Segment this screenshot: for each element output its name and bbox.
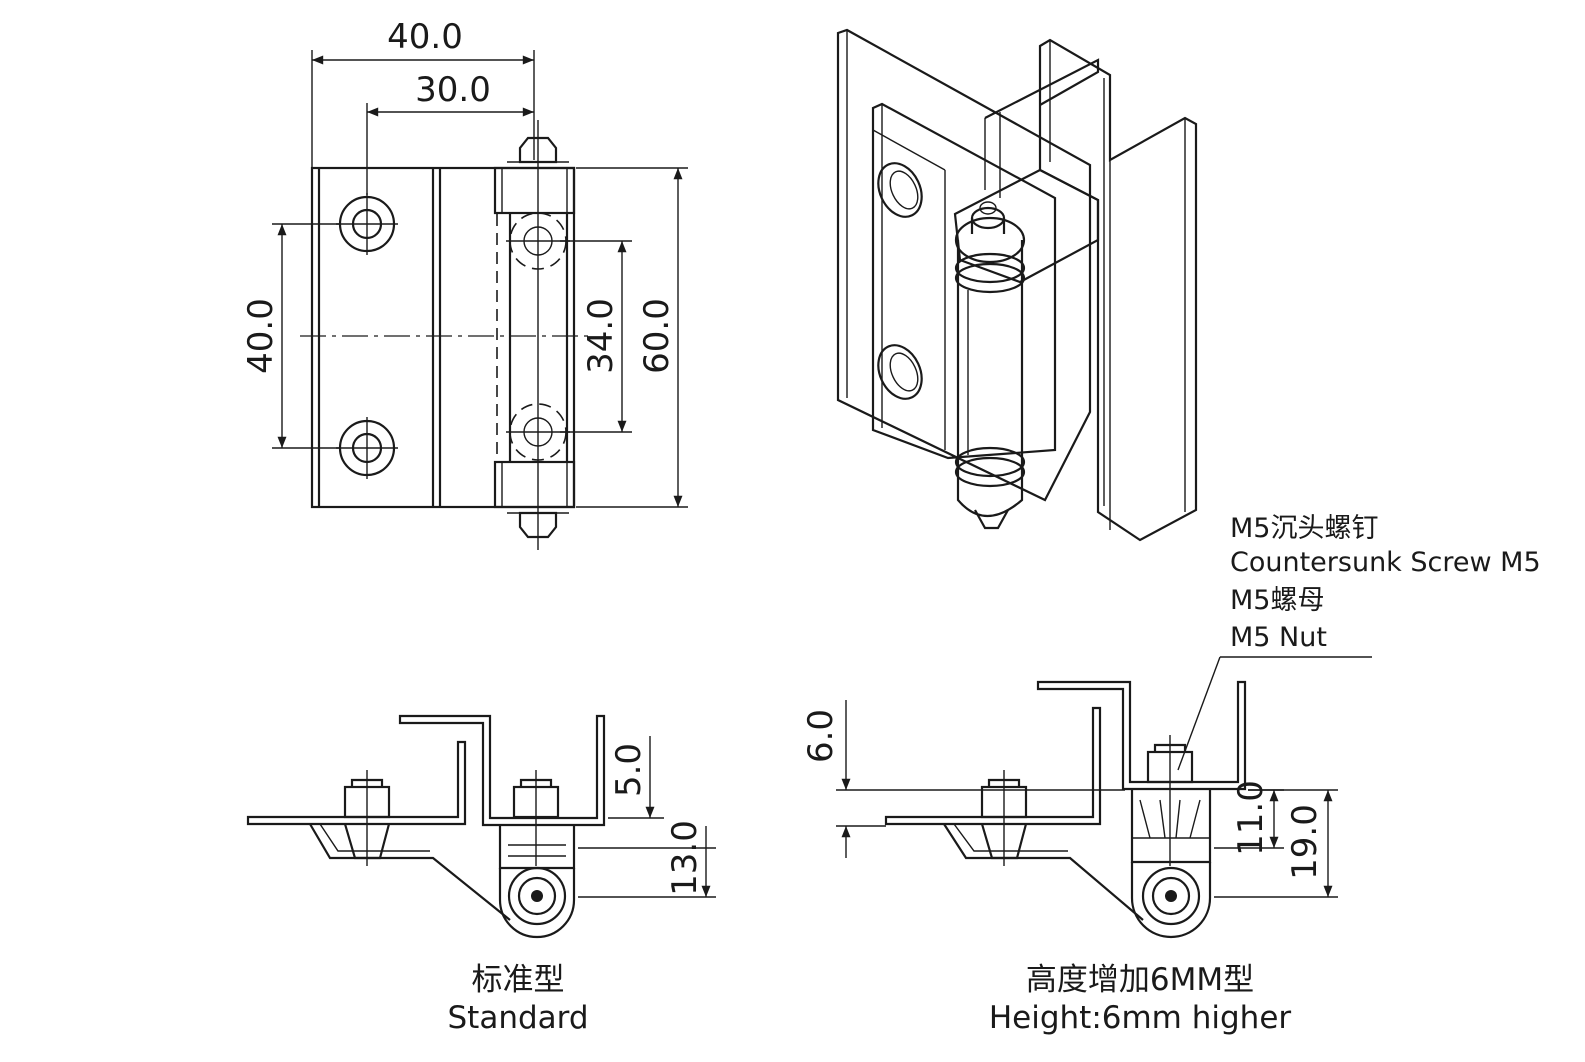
raised-dim-offset: 6.0 [801, 709, 841, 763]
standard-caption-cn: 标准型 [472, 962, 565, 998]
callout-nut-en: M5 Nut [1230, 622, 1327, 653]
standard-knuckle [498, 866, 576, 939]
dim-height-total: 60.0 [637, 298, 677, 374]
isometric-view [836, 28, 1198, 542]
raised-section: 6.0 11.0 19.0 高度增加6MM型 Height:6mm higher [801, 680, 1338, 1036]
standard-screw-left [343, 770, 391, 866]
callout-screw-cn: M5沉头螺钉 [1230, 513, 1378, 544]
dim-width-hole-offset: 30.0 [415, 70, 491, 110]
knuckle-bottom [493, 460, 576, 509]
front-view: 40.0 30.0 40.0 34.0 60.0 [241, 17, 688, 550]
standard-section: 5.0 13.0 标准型 Standard [246, 714, 716, 1036]
raised-screw-right [1130, 735, 1212, 866]
callout: M5沉头螺钉 Countersunk Screw M5 M5螺母 M5 Nut [1177, 513, 1541, 771]
raised-caption-en: Height:6mm higher [989, 1000, 1292, 1036]
knuckle-top [493, 166, 576, 215]
raised-knuckle [1130, 862, 1212, 939]
dim-hole-spacing-right: 34.0 [581, 298, 621, 374]
standard-u-bracket [398, 714, 606, 827]
left-hole-top [336, 193, 398, 255]
callout-nut-cn: M5螺母 [1230, 585, 1324, 616]
standard-dim-top: 5.0 [609, 743, 649, 797]
dim-hole-spacing-left: 40.0 [241, 298, 281, 374]
left-hole-bottom [336, 417, 398, 479]
dim-width-total: 40.0 [387, 17, 463, 57]
hinge-leaf-outline [310, 166, 576, 509]
iso-barrel [954, 201, 1026, 530]
standard-dim-bottom: 13.0 [665, 820, 705, 896]
callout-screw-en: Countersunk Screw M5 [1230, 547, 1541, 578]
raised-u-bracket [1036, 680, 1247, 791]
raised-dim-inner: 11.0 [1231, 780, 1271, 856]
raised-dim-outer: 19.0 [1285, 804, 1325, 880]
raised-screw-left [980, 770, 1028, 866]
raised-caption-cn: 高度增加6MM型 [1026, 962, 1254, 998]
standard-caption-en: Standard [447, 1000, 588, 1036]
